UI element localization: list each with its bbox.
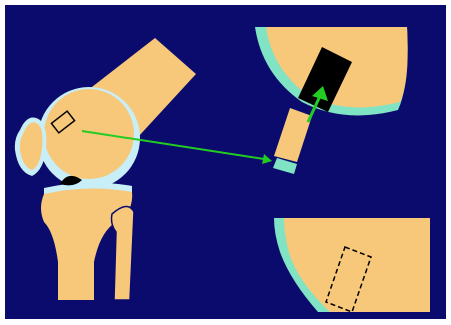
- femur-condyle: [44, 89, 134, 179]
- fibula: [112, 206, 135, 300]
